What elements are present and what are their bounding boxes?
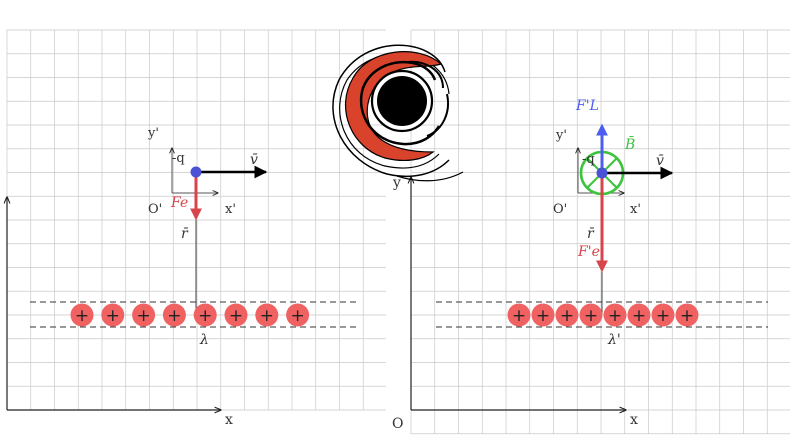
right-line-density-label: λ' [607, 332, 621, 348]
right-x-axis-label: x [630, 412, 638, 428]
right-velocity-label: v̄ [656, 153, 664, 169]
right-frame-y-label: y' [555, 128, 567, 143]
right-particle [596, 167, 608, 179]
positive-charge-sign: + [136, 306, 150, 326]
positive-charge-sign: + [106, 306, 120, 326]
positive-charge [675, 303, 699, 327]
right-electric-force-label: F'e [577, 244, 600, 260]
left-main-axes [7, 197, 221, 410]
left-particle [190, 166, 202, 178]
positive-charge [193, 303, 217, 327]
positive-charge-sign: + [167, 306, 181, 326]
right-y-axis-label: y [392, 175, 401, 191]
right-frame-origin-label: O' [553, 202, 567, 217]
positive-charge-sign: + [632, 306, 646, 326]
right-main-axes [411, 177, 626, 410]
positive-charge-sign: + [584, 306, 598, 326]
left-distance-label: r̄ [181, 226, 189, 242]
right-frame-x-label: x' [630, 202, 641, 217]
positive-charge-sign: + [680, 306, 694, 326]
left-velocity-label: v̄ [250, 152, 258, 168]
positive-charge-sign: + [260, 306, 274, 326]
left-charge-label: -q [172, 151, 185, 166]
positive-charge [555, 303, 579, 327]
left-x-axis-label: x [225, 412, 233, 428]
left-frame-x-label: x' [225, 202, 236, 217]
positive-charge [286, 303, 310, 327]
left-electric-force-label: Fe [170, 195, 188, 211]
positive-charge [132, 303, 156, 327]
positive-charge-sign: + [560, 306, 574, 326]
positive-charge-sign: + [512, 306, 526, 326]
left-charge-row: + + + + + + + + [70, 303, 310, 327]
left-line-density-label: λ [199, 332, 209, 348]
positive-charge [101, 303, 125, 327]
left-panel: x y' x' O' r̄ v̄ Fe -q + + + + + + + + λ [7, 29, 386, 428]
right-panel: y x O y' x' O' r̄ B̄ v̄ F'L F'e -q [392, 29, 790, 435]
right-charge-row: + + + + + + + + [507, 303, 699, 327]
positive-charge-sign: + [656, 306, 670, 326]
right-grid [410, 29, 790, 435]
positive-charge-sign: + [536, 306, 550, 326]
black-hole-icon [332, 44, 464, 182]
right-distance-label: r̄ [587, 226, 595, 242]
positive-charge [579, 303, 603, 327]
left-frame-y-label: y' [147, 126, 159, 141]
positive-charge [531, 303, 555, 327]
positive-charge-sign: + [608, 306, 622, 326]
right-charge-label: -q [582, 152, 595, 167]
positive-charge [162, 303, 186, 327]
lorentz-force-label: F'L [575, 98, 599, 114]
positive-charge [70, 303, 94, 327]
positive-charge-sign: + [198, 306, 212, 326]
positive-charge [507, 303, 531, 327]
positive-charge-sign: + [75, 306, 89, 326]
positive-charge [603, 303, 627, 327]
right-origin-label: O [392, 416, 403, 432]
left-frame-origin-label: O' [148, 202, 162, 217]
positive-charge-sign: + [290, 306, 304, 326]
positive-charge-sign: + [229, 306, 243, 326]
positive-charge [627, 303, 651, 327]
magnetic-field-label: B̄ [624, 135, 635, 153]
positive-charge [255, 303, 279, 327]
positive-charge [651, 303, 675, 327]
positive-charge [224, 303, 248, 327]
